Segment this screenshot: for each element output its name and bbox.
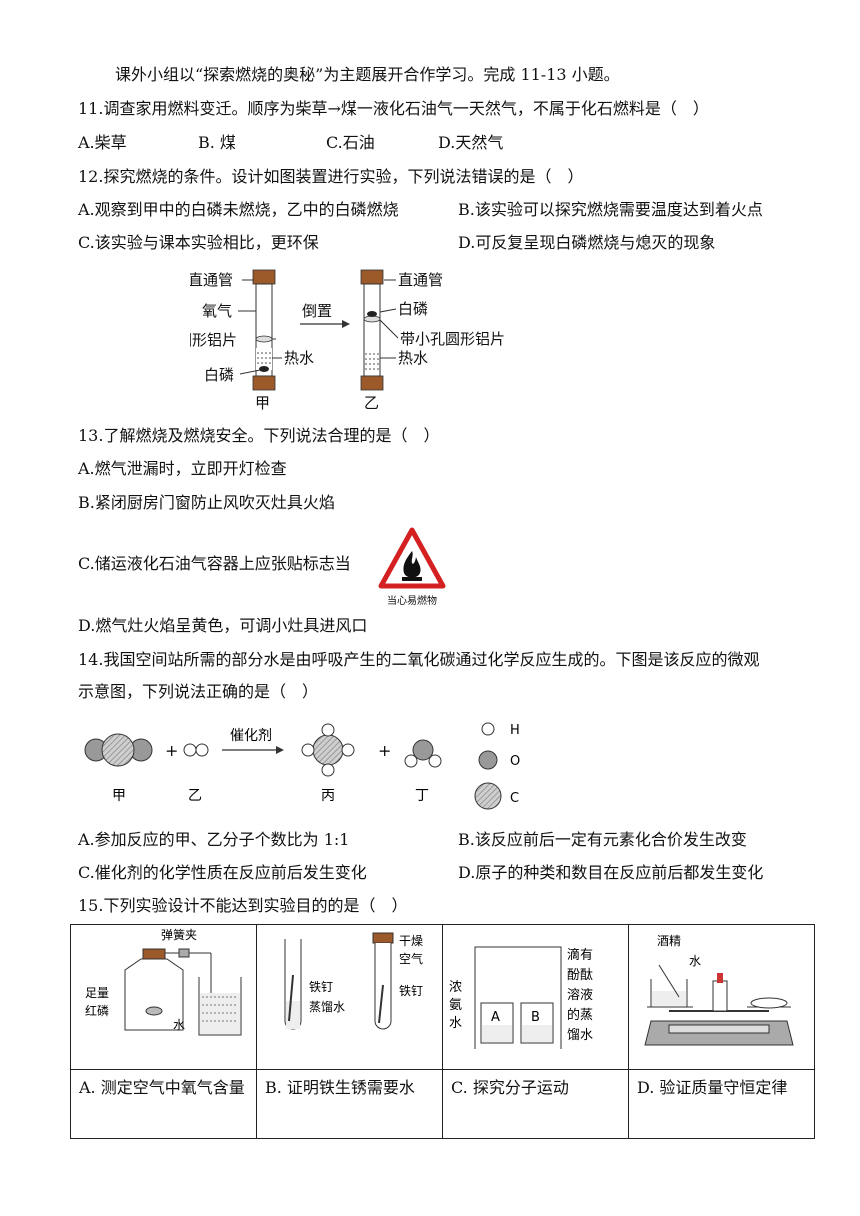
- cell-a-caption: A. 测定空气中氧气含量: [70, 1069, 257, 1139]
- label-solution: 溶液: [567, 988, 593, 1003]
- q14-option-b: B.该反应前后一定有元素化合价发生改变: [458, 830, 747, 849]
- q11-option-c: C.石油: [326, 133, 375, 152]
- label-white-phosphorus-left: 白磷: [204, 366, 234, 384]
- q12-option-c: C.该实验与课本实验相比，更环保: [78, 233, 319, 252]
- label-yi: 乙: [364, 394, 379, 412]
- legend-o-icon: [478, 750, 498, 770]
- cell-a-figure: 弹簧夹 足量 红磷 水: [70, 924, 257, 1070]
- label-hot-water-left: 热水: [284, 349, 314, 367]
- plus-sign-1: +: [165, 741, 178, 760]
- q12-option-a: A.观察到甲中的白磷未燃烧，乙中的白磷燃烧: [78, 200, 399, 219]
- molecule-yi: [183, 743, 209, 757]
- q13-stem: 13.了解燃烧及燃烧安全。下列说法合理的是（ ）: [78, 426, 440, 445]
- label-invert: 倒置: [302, 302, 332, 320]
- cell-b-caption: B. 证明铁生锈需要水: [256, 1069, 443, 1139]
- species-jia: 甲: [112, 788, 126, 804]
- molecule-ding: [404, 739, 442, 768]
- q12-combustion-apparatus-figure: 直通管 氧气 带小孔圆形铝片 热水 白磷 倒置 直通管 白磷 带小孔圆形铝片 热…: [190, 269, 505, 412]
- label-beaker-b: B: [531, 1010, 540, 1025]
- cell-b-figure: 铁钉 蒸馏水 干燥 空气 铁钉: [256, 924, 443, 1070]
- q13-option-a: A.燃气泄漏时，立即开灯检查: [78, 459, 287, 478]
- q14-stem-line1: 14.我国空间站所需的部分水是由呼吸产生的二氧化碳通过化学反应生成的。下图是该反…: [78, 650, 760, 669]
- label-water-c: 水: [449, 1016, 462, 1031]
- tube-b: [360, 269, 384, 391]
- label-water-d: 水: [689, 954, 701, 968]
- q12-stem: 12.探究燃烧的条件。设计如图装置进行实验，下列说法错误的是（ ）: [78, 167, 584, 186]
- q11-option-d: D.天然气: [438, 133, 504, 152]
- label-iron-nail-b1: 铁钉: [309, 980, 333, 994]
- flame-icon: [378, 527, 446, 589]
- legend-c: C: [510, 791, 519, 806]
- q13-option-c: C.储运液化石油气容器上应张贴标志当: [78, 554, 351, 573]
- apparatus-d: 酒精 水: [644, 934, 794, 1046]
- q11-option-b: B. 煤: [198, 133, 236, 152]
- label-aluminum-disc-left: 带小孔圆形铝片: [190, 331, 237, 349]
- warning-sign-caption: 当心易燃物: [387, 596, 437, 607]
- label-water-distilled: 馏水: [567, 1028, 593, 1043]
- label-of-distilled: 的蒸: [567, 1007, 593, 1023]
- label-white-phosphorus-right: 白磷: [398, 300, 428, 318]
- label-ammonia: 氨: [449, 998, 462, 1013]
- q15-experiment-table: 弹簧夹 足量 红磷 水 铁钉 蒸馏水 干燥 空气: [70, 924, 815, 1139]
- molecule-bing: [301, 723, 355, 777]
- label-water-a: 水: [173, 1018, 185, 1032]
- label-spring-clip: 弹簧夹: [161, 927, 197, 942]
- label-sufficient: 足量: [85, 986, 109, 1000]
- catalyst-label: 催化剂: [230, 728, 272, 744]
- q15-stem: 15.下列实验设计不能达到实验目的的是（ ）: [78, 896, 408, 915]
- label-red-phosphorus: 红磷: [85, 1003, 109, 1018]
- species-bing: 丙: [321, 788, 335, 804]
- q14-option-d: D.原子的种类和数目在反应前后都发生变化: [458, 863, 764, 882]
- tube-a: [252, 269, 276, 391]
- q13-option-d: D.燃气灶火焰呈黄色，可调小灶具进风口: [78, 616, 368, 635]
- label-dry: 干燥: [399, 934, 423, 948]
- label-jia: 甲: [255, 394, 270, 412]
- q11-option-a: A.柴草: [78, 133, 127, 152]
- cell-c-caption: C. 探究分子运动: [442, 1069, 629, 1139]
- label-distilled-water-b: 蒸馏水: [309, 1000, 345, 1014]
- label-oxygen: 氧气: [202, 302, 232, 320]
- label-air: 空气: [399, 951, 423, 966]
- species-yi: 乙: [188, 788, 202, 804]
- apparatus-a: 弹簧夹 足量 红磷 水: [85, 927, 242, 1036]
- label-beaker-a: A: [491, 1010, 500, 1025]
- cell-c-figure: 浓 氨 水 A B 滴有 酚酞 溶液 的蒸 馏水: [442, 924, 629, 1070]
- label-dripped: 滴有: [567, 947, 593, 963]
- species-ding: 丁: [415, 788, 429, 804]
- molecule-jia: [84, 733, 153, 767]
- q13-option-b: B.紧闭厨房门窗防止风吹灭灶具火焰: [78, 493, 335, 512]
- q12-option-b: B.该实验可以探究燃烧需要温度达到着火点: [458, 200, 763, 219]
- label-straight-tube-right: 直通管: [398, 271, 443, 289]
- cell-d-figure: 酒精 水: [628, 924, 815, 1070]
- section-intro: 课外小组以“探索燃烧的奥秘”为主题展开合作学习。完成 11-13 小题。: [115, 65, 620, 84]
- legend-c-icon: [474, 782, 502, 810]
- legend-o: O: [510, 754, 520, 769]
- label-phenolphthalein: 酚酞: [567, 968, 593, 983]
- label-aluminum-disc-right: 带小孔圆形铝片: [400, 330, 505, 348]
- cell-d-caption: D. 验证质量守恒定律: [628, 1069, 815, 1139]
- label-alcohol: 酒精: [657, 934, 681, 948]
- plus-sign-2: +: [378, 741, 391, 760]
- q14-option-a: A.参加反应的甲、乙分子个数比为 1:1: [78, 830, 350, 849]
- q11-stem: 11.调查家用燃料变迁。顺序为柴草→煤一液化石油气一天然气，不属于化石燃料是（ …: [78, 99, 709, 118]
- q14-stem-line2: 示意图，下列说法正确的是（ ）: [78, 682, 319, 701]
- q12-option-d: D.可反复呈现白磷燃烧与熄灭的现象: [458, 233, 716, 252]
- q14-reaction-diagram: + 催化剂 + H O C 甲 乙 丙 丁: [84, 722, 520, 810]
- label-iron-nail-b2: 铁钉: [399, 984, 423, 998]
- legend-h-icon: [481, 722, 495, 736]
- label-hot-water-right: 热水: [398, 349, 428, 367]
- flammable-warning-sign: 当心易燃物: [378, 527, 446, 607]
- q14-option-c: C.催化剂的化学性质在反应前后发生变化: [78, 863, 367, 882]
- apparatus-c: 浓 氨 水 A B 滴有 酚酞 溶液 的蒸 馏水: [449, 946, 593, 1049]
- label-straight-tube-left: 直通管: [190, 271, 233, 289]
- legend-h: H: [510, 723, 520, 738]
- label-conc: 浓: [449, 980, 462, 995]
- apparatus-b: 铁钉 蒸馏水 干燥 空气 铁钉: [284, 932, 423, 1030]
